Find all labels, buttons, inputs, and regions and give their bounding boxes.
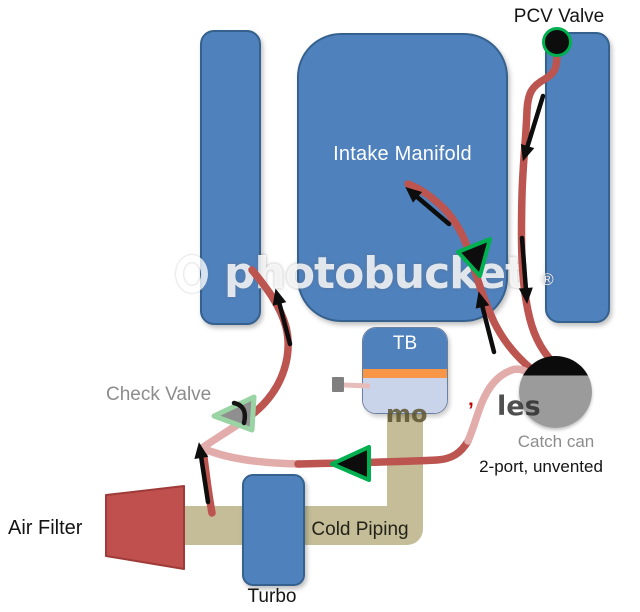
valve-cover-hose-upper xyxy=(239,266,292,425)
valve-cover-block xyxy=(200,30,261,325)
throttle-body-label: TB xyxy=(363,328,447,369)
catch-can-drain-hose-riser xyxy=(464,365,532,445)
catch-can-shape xyxy=(519,356,592,428)
check-valve-drain-icon xyxy=(330,445,371,482)
watermark-fragment-les: les xyxy=(497,391,541,422)
pcv-hose xyxy=(517,49,561,367)
flow-arrow-into-manifold-icon xyxy=(405,186,452,227)
air-filter-label: Air Filter xyxy=(8,517,83,539)
turbo-label: Turbo xyxy=(247,586,297,607)
junction-hose-light xyxy=(198,444,304,468)
intake-manifold-label: Intake Manifold xyxy=(333,143,472,165)
catch-can-drain-hose xyxy=(294,437,472,468)
throttle-body-block: TB xyxy=(362,327,448,414)
pcv-valve-label: PCV Valve xyxy=(513,6,605,27)
tb-vacuum-line xyxy=(343,382,371,389)
right-engine-block xyxy=(545,32,610,323)
flow-arrow-valve-cover-icon xyxy=(272,288,293,347)
throttle-body-lower xyxy=(363,378,447,413)
catch-can-sublabel: 2-port, unvented xyxy=(479,457,603,476)
flow-arrow-junction-icon xyxy=(194,442,211,505)
tb-nipple xyxy=(332,377,344,392)
cold-piping-label: Cold Piping xyxy=(311,519,409,540)
air-filter-shape xyxy=(105,485,185,570)
flow-arrow-down2-icon xyxy=(518,235,533,304)
catch-can-to-manifold-hose xyxy=(404,180,534,372)
turbo-block xyxy=(242,474,305,586)
pcv-valve-icon xyxy=(542,27,572,57)
flow-arrow-up-can-icon xyxy=(475,291,497,355)
check-valve-manifold-icon xyxy=(456,237,492,278)
throttle-body-gasket-stripe xyxy=(363,369,447,378)
flow-arrow-down-icon xyxy=(520,93,546,162)
catch-can-label: Catch can xyxy=(517,432,595,451)
check-valve-breather-arc xyxy=(231,400,248,426)
watermark-fragment-tick: ’ xyxy=(468,399,474,422)
watermark-fragment-mo: mo xyxy=(386,400,428,428)
check-valve-label: Check Valve xyxy=(106,384,212,405)
